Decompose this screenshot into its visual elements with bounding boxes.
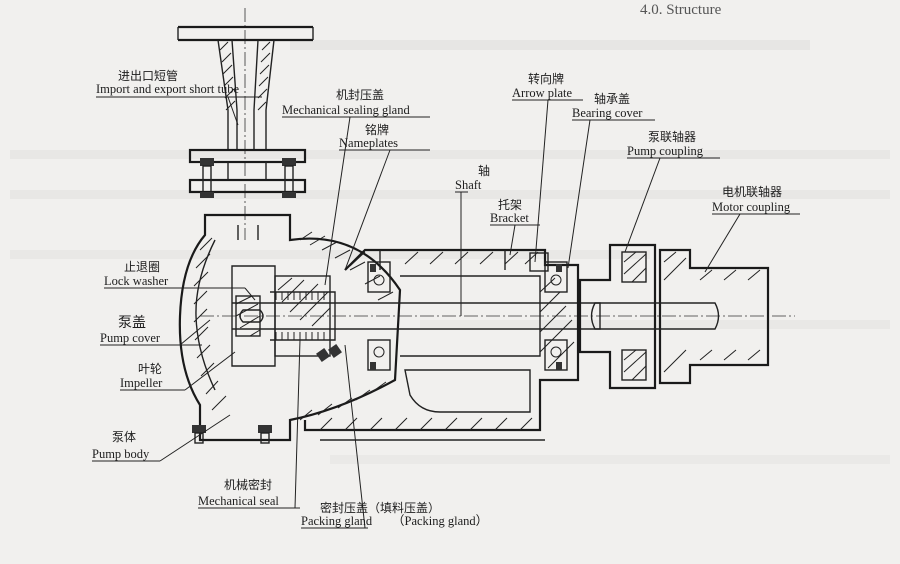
- label-lock-washer-zh: 止退圈: [124, 260, 160, 274]
- label-motor-coupling-zh: 电机联轴器: [722, 184, 782, 199]
- label-pump-body-zh: 泵体: [112, 430, 136, 444]
- mechanical-seal: [270, 291, 342, 362]
- label-mech-gland-en: Mechanical sealing gland: [282, 103, 410, 117]
- label-bracket-zh: 托架: [498, 198, 522, 212]
- label-shaft-en: Shaft: [455, 178, 482, 192]
- label-bracket-en: Bracket: [490, 211, 529, 225]
- label-shaft-zh: 轴: [478, 163, 490, 178]
- label-bearing-en: Bearing cover: [572, 106, 643, 120]
- label-impeller-zh: 叶轮: [138, 362, 162, 376]
- label-packing-gland-zh: 密封压盖（填料压盖）: [320, 500, 440, 515]
- label-lock-washer-en: Lock washer: [104, 274, 169, 288]
- label-mech-seal-en: Mechanical seal: [198, 494, 279, 508]
- header-fragment: 4.0. Structure: [640, 2, 722, 18]
- bracket: [303, 248, 580, 441]
- label-nameplate-en: Nameplates: [339, 136, 398, 150]
- label-motor-coupling-en: Motor coupling: [712, 200, 791, 214]
- part-labels: 进出口短管 Import and export short tube 机封压盖 …: [92, 68, 791, 528]
- import-export-tube: [177, 25, 314, 198]
- label-mech-gland-zh: 机封压盖: [336, 88, 384, 102]
- label-packing-gland-en-paren: （Packing gland）: [392, 514, 488, 528]
- label-nameplate-zh: 铭牌: [365, 122, 389, 137]
- label-pump-cover-zh: 泵盖: [118, 315, 146, 331]
- pump-body: [178, 213, 402, 444]
- label-arrow-zh: 转向牌: [528, 71, 564, 86]
- label-impeller-en: Impeller: [120, 376, 163, 390]
- bearings: [367, 261, 568, 371]
- leader-lines: [92, 96, 800, 529]
- label-arrow-en: Arrow plate: [512, 86, 572, 100]
- label-bearing-zh: 轴承盖: [594, 91, 630, 106]
- shaft: [232, 302, 601, 330]
- bleed-through-text: [10, 40, 890, 464]
- label-pump-cover-en: Pump cover: [100, 331, 161, 345]
- label-import-tube-zh: 进出口短管: [118, 68, 178, 83]
- label-mech-seal-zh: 机械密封: [224, 477, 272, 492]
- label-pump-coupling-zh: 泵联轴器: [648, 129, 696, 144]
- label-pump-body-en: Pump body: [92, 447, 150, 461]
- motor-coupling: [590, 248, 770, 385]
- pump-coupling: [578, 243, 657, 390]
- pump-drawing: [177, 8, 795, 444]
- label-packing-gland-en: Packing gland: [301, 514, 373, 528]
- label-pump-coupling-en: Pump coupling: [627, 144, 704, 158]
- label-import-tube-en: Import and export short tube: [96, 82, 239, 96]
